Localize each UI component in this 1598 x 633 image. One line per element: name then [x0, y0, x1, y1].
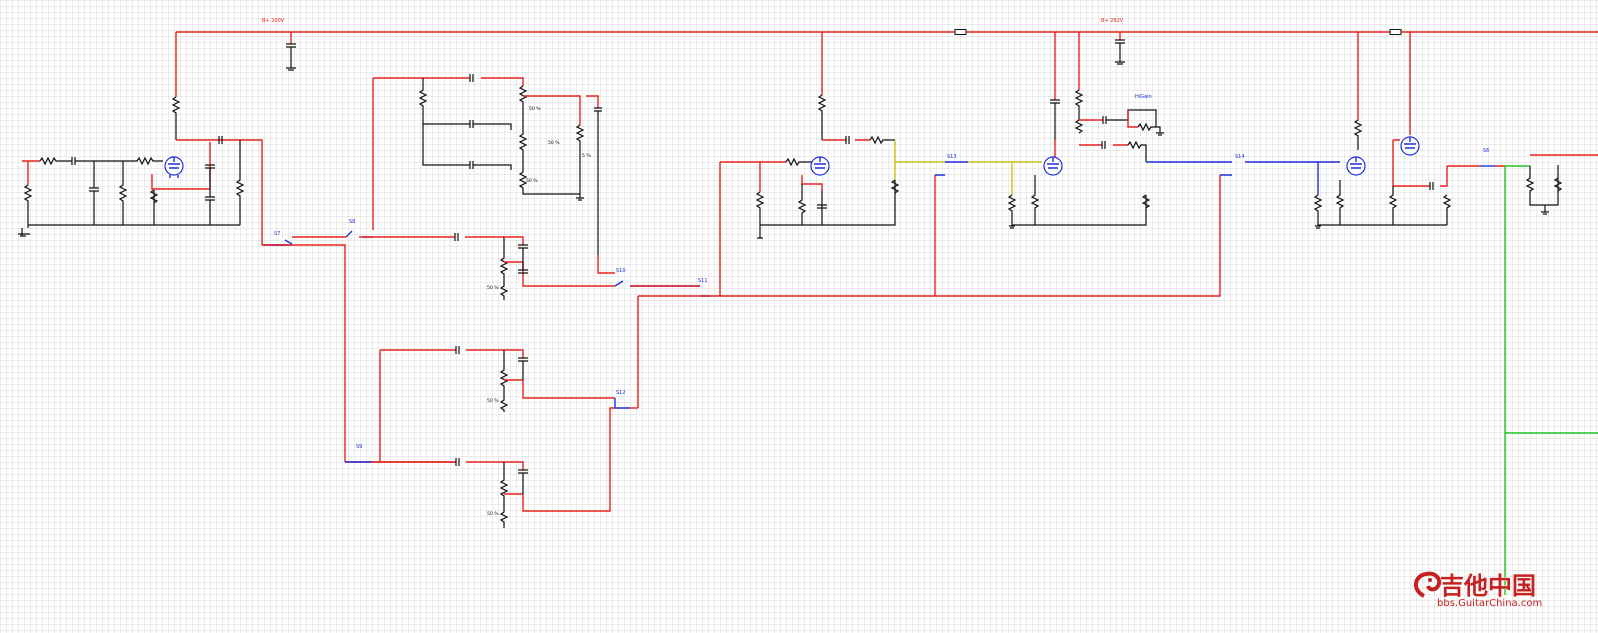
switch-label-s8: S8 — [349, 219, 355, 225]
tone-stack[interactable]: 50 % 50 % 50 % 5 % — [372, 74, 602, 255]
switch-label-s13: S13 — [947, 154, 957, 160]
switch-s6-output[interactable]: S6 — [1447, 148, 1598, 595]
supply-label-282v: B+ 282V — [1101, 18, 1124, 24]
watermark-chinese: 吉他中国 — [1440, 572, 1536, 600]
lower-channel-1[interactable]: 50 % S12 — [379, 346, 638, 462]
switch-label-s14: S14 — [1235, 154, 1245, 160]
switch-label-s11: S11 — [698, 278, 708, 284]
switch-label-s7: S7 — [274, 231, 280, 237]
v4-stage[interactable] — [1313, 32, 1452, 229]
pot-label-4: 5 % — [582, 153, 591, 159]
watermark-url: bbs.GuitarChina.com — [1437, 598, 1542, 609]
pot-label-2: 50 % — [548, 140, 560, 146]
switch-s7-s8-network[interactable]: S7 S8 50 % — [262, 219, 615, 463]
switch-label-s9: S9 — [356, 444, 362, 450]
v3-stage[interactable]: HiGain — [1007, 32, 1164, 229]
pot-label-1: 50 % — [529, 106, 541, 112]
b-plus-rail[interactable] — [176, 29, 1598, 35]
dragon-logo-icon — [1414, 571, 1442, 598]
switch-label-s12: S12 — [616, 390, 626, 396]
switch-s14[interactable]: S14 — [1146, 154, 1340, 176]
pot-label-7: 50 % — [487, 511, 499, 517]
pot-label-6: 50 % — [487, 398, 499, 404]
pot-label-3: 50 % — [526, 178, 538, 184]
filter-capacitor-1[interactable] — [286, 32, 296, 71]
switch-s10-s11[interactable]: S10 S11 — [614, 162, 1221, 408]
switch-label-s6: S6 — [1483, 148, 1489, 154]
tone-stack-to-s10-wire — [597, 255, 615, 274]
v2-stage[interactable] — [720, 32, 945, 239]
watermark: 吉他中国 bbs.GuitarChina.com — [1414, 571, 1542, 609]
lower-channel-2[interactable]: S9 50 % — [345, 407, 615, 528]
input-stage[interactable] — [18, 32, 263, 245]
switch-s13[interactable]: S13 — [935, 154, 1013, 195]
pot-label-5: 50 % — [487, 285, 499, 291]
supply-label-200v: B+ 200V — [262, 18, 285, 24]
higain-label: HiGain — [1135, 94, 1152, 100]
filter-capacitor-2[interactable] — [1115, 32, 1125, 65]
switch-label-s10: S10 — [616, 268, 626, 274]
